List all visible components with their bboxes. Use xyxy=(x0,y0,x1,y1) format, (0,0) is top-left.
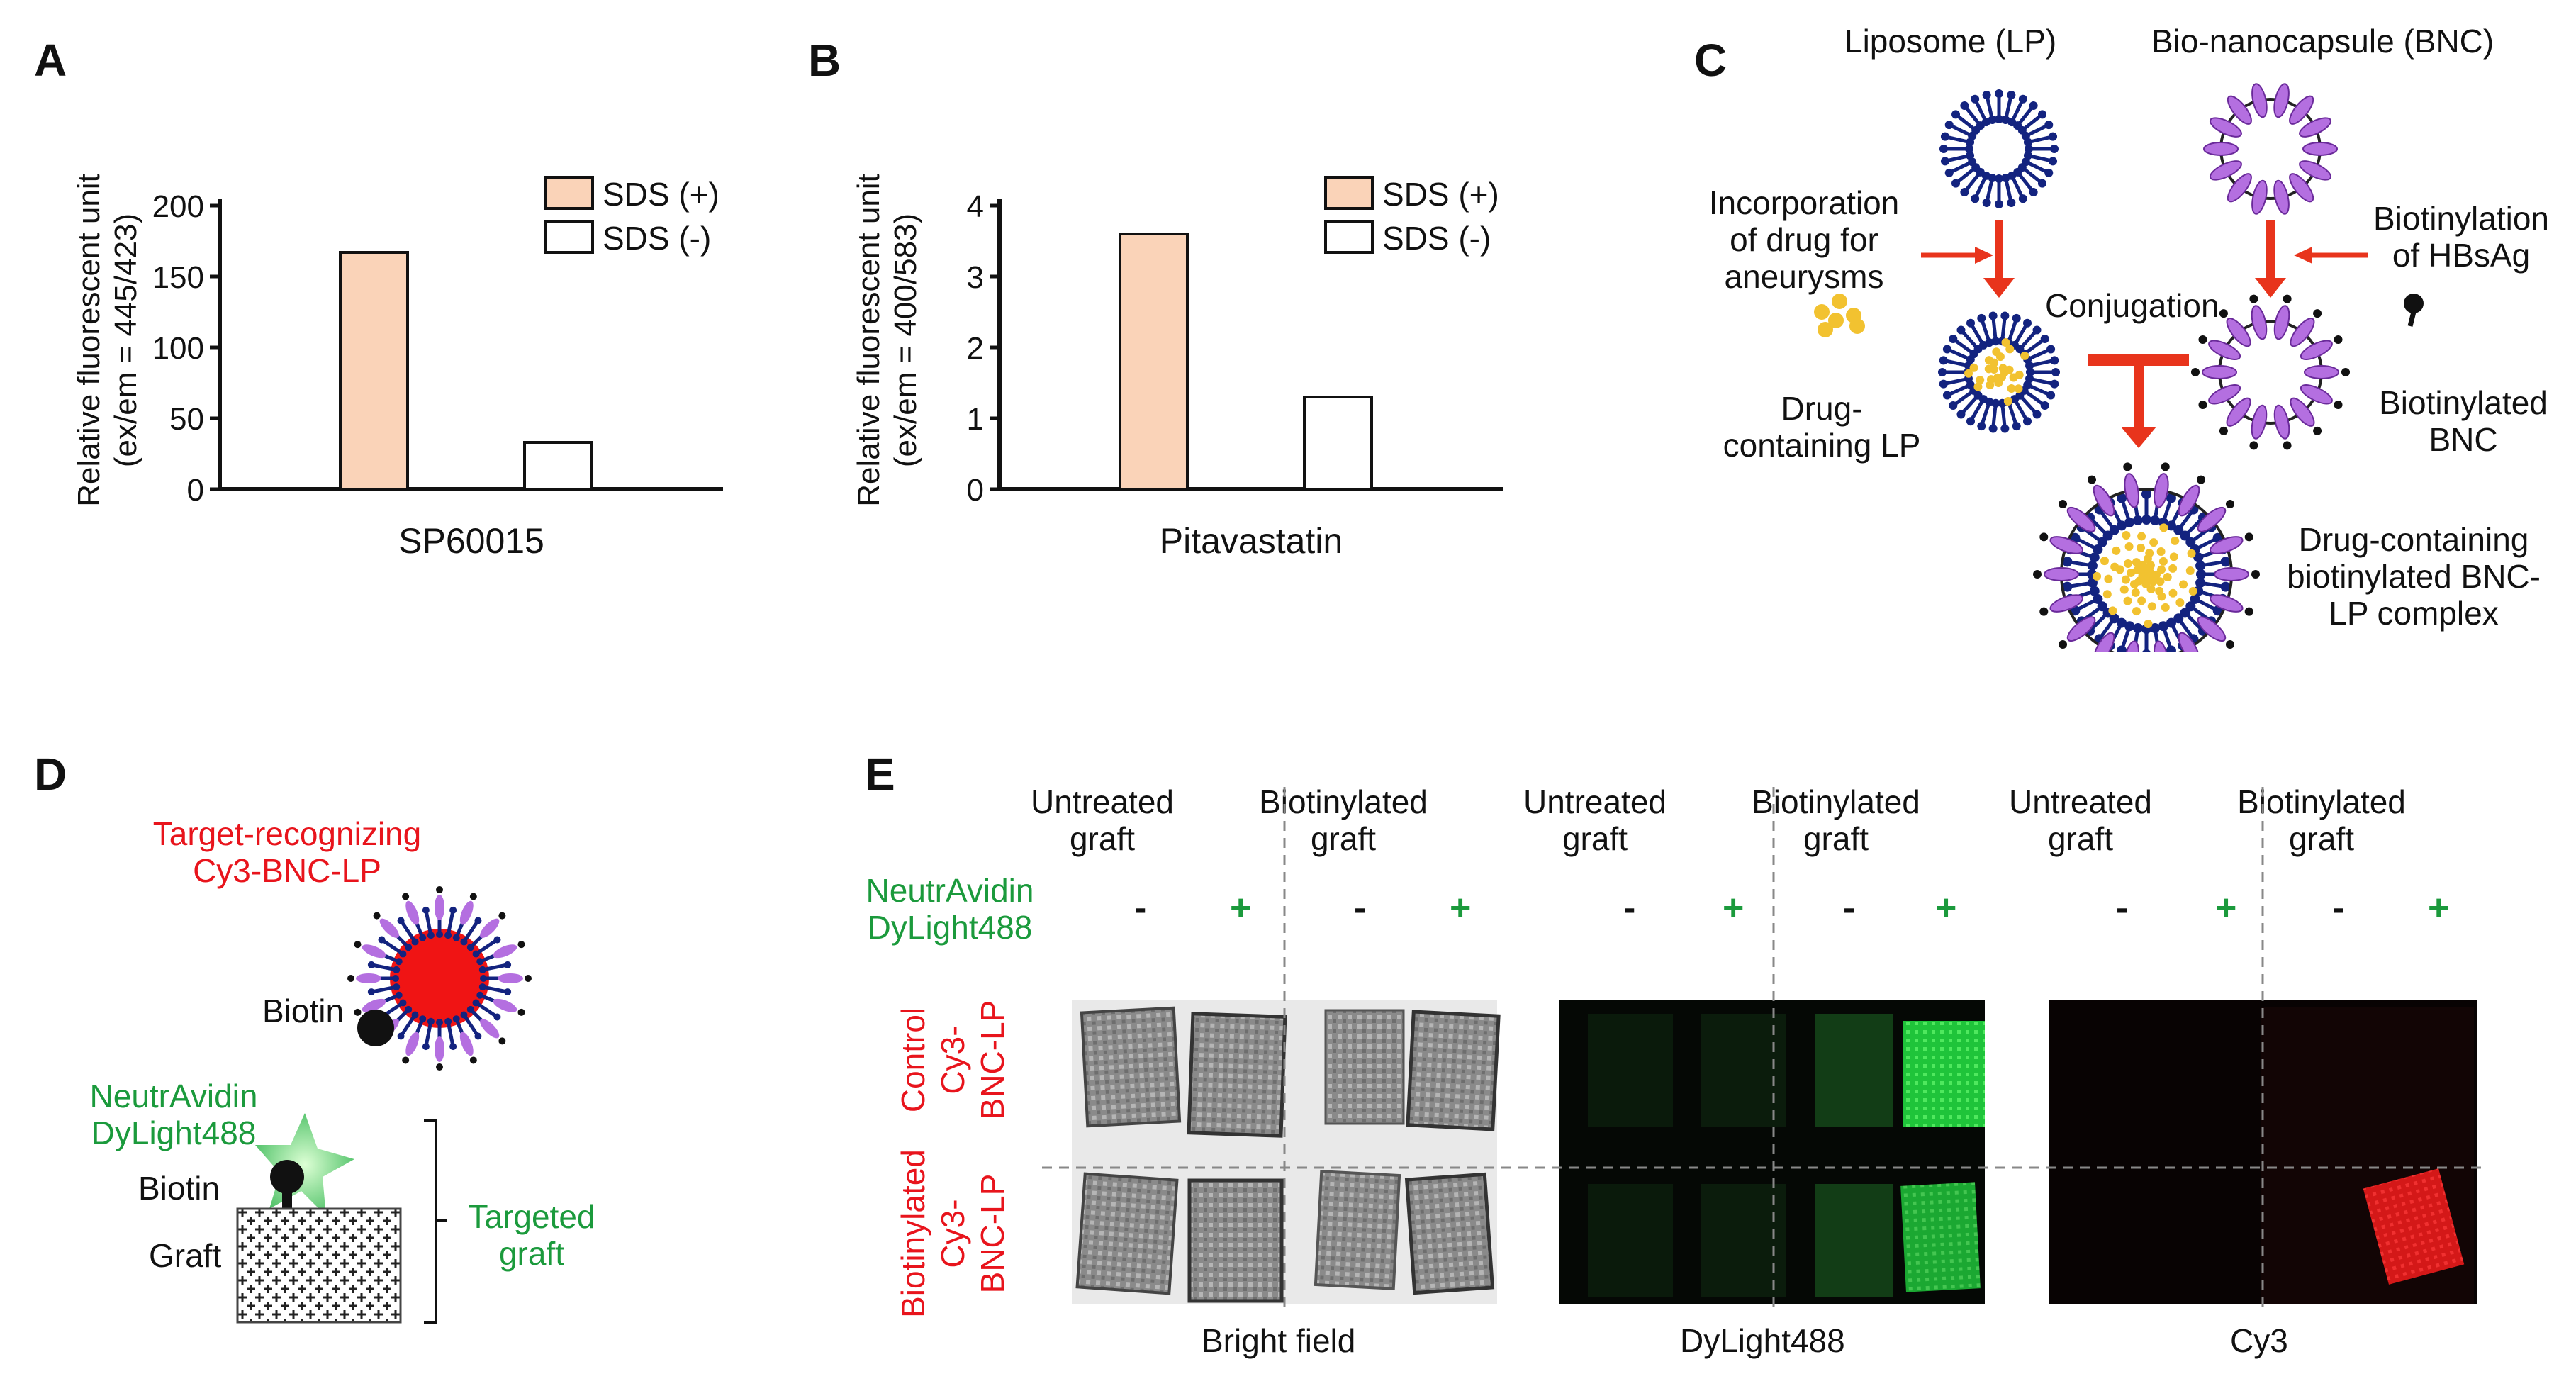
plus-sign: + xyxy=(2428,888,2450,929)
graft-biotin-icon xyxy=(270,1160,304,1194)
panel-c-drawing xyxy=(1814,83,2424,652)
bracket xyxy=(424,1119,447,1324)
legend-swatch xyxy=(544,176,594,210)
cy3-bnc-lp-icon xyxy=(347,886,532,1071)
panel-label-c: C xyxy=(1694,35,1727,86)
panel-label-d: D xyxy=(34,749,67,800)
drug-lp-icon xyxy=(1938,311,2060,433)
chart-a: 0 50 100 150 200 SDS (+) SDS (-) SP60015 Relativ… xyxy=(72,174,723,561)
biotin-top-label: Biotin xyxy=(262,993,345,1029)
conjugation-label: Conjugation xyxy=(2045,287,2219,324)
bar-sds-minus xyxy=(1303,396,1373,491)
legend-label: SDS (+) xyxy=(603,176,719,213)
legend-label: SDS (-) xyxy=(603,220,711,257)
minus-sign: - xyxy=(2116,888,2129,929)
minus-sign: - xyxy=(1134,888,1147,929)
legend-swatch xyxy=(1324,220,1374,254)
y-axis-label-line1: Relative fluorescent unit xyxy=(72,174,106,507)
bar-sds-plus xyxy=(339,251,409,491)
liposome-label: Liposome (LP) xyxy=(1844,23,2057,60)
legend-swatch xyxy=(1324,176,1374,210)
panel-d-drawing xyxy=(236,886,532,1324)
legend-label: SDS (-) xyxy=(1382,220,1491,257)
panel-label-a: A xyxy=(34,35,67,86)
y-tick-label: 1 xyxy=(967,402,984,437)
minus-sign: - xyxy=(1354,888,1367,929)
y-axis-label-line2: (ex/em = 445/423) xyxy=(108,213,143,467)
complex-icon xyxy=(2033,462,2260,652)
dylight488-image xyxy=(1559,1000,1985,1304)
legend-swatch xyxy=(544,220,594,254)
y-tick-label: 50 xyxy=(169,402,204,437)
drug-lp-label: Drug-containing LP xyxy=(1723,390,1921,464)
biotinylated-bnc-icon xyxy=(2191,294,2350,450)
biotin-bottom-label: Biotin xyxy=(138,1170,220,1207)
plus-sign: + xyxy=(1935,888,1957,929)
dashed-grid xyxy=(1042,787,2481,1312)
bnc-label: Bio-nanocapsule (BNC) xyxy=(2151,23,2494,60)
dylight488-label: DyLight488 xyxy=(1680,1322,1845,1359)
biotin-icon xyxy=(357,1010,394,1046)
y-tick-label: 4 xyxy=(967,189,984,224)
bar-sds-plus xyxy=(1119,233,1189,491)
plus-sign: + xyxy=(2215,888,2237,929)
y-axis-label: Relative fluorescent unit(ex/em = 445/42… xyxy=(72,174,143,507)
graft-label: Graft xyxy=(149,1237,222,1274)
y-tick-label: 3 xyxy=(967,260,984,295)
legend-label: SDS (+) xyxy=(1382,176,1499,213)
minus-sign: - xyxy=(1623,888,1636,929)
drug-icon xyxy=(1814,294,1865,337)
plus-sign: + xyxy=(1450,888,1472,929)
y-axis-label: Relative fluorescent unit(ex/em = 400/58… xyxy=(851,174,923,507)
cy3-label: Cy3 xyxy=(2230,1322,2288,1359)
x-axis-label: Pitavastatin xyxy=(1160,521,1343,561)
bright-field-label: Bright field xyxy=(1202,1322,1356,1359)
x-axis-label: SP60015 xyxy=(398,521,544,561)
plus-sign: + xyxy=(1723,888,1745,929)
y-tick-label: 200 xyxy=(152,189,204,224)
y-axis-label-line1: Relative fluorescent unit xyxy=(851,174,886,507)
y-tick-label: 0 xyxy=(967,473,984,508)
y-tick-label: 150 xyxy=(152,260,204,295)
panel-c: Liposome (LP) Bio-nanocapsule (BNC) Inco… xyxy=(1687,14,2576,652)
minus-sign: - xyxy=(2332,888,2345,929)
chart-b: 0 1 2 3 4 SDS (+) SDS (-) Pitavastatin Relative … xyxy=(851,174,1503,561)
panel-label-e: E xyxy=(865,749,895,800)
panel-label-b: B xyxy=(808,35,841,86)
biotin-reagent-icon xyxy=(2404,294,2424,327)
y-tick-label: 100 xyxy=(152,331,204,366)
plus-sign: + xyxy=(1230,888,1252,929)
bar-sds-minus xyxy=(523,441,593,491)
arrows xyxy=(1921,220,2368,448)
y-tick-label: 2 xyxy=(967,331,984,366)
liposome-icon xyxy=(1939,89,2059,208)
panel-e-images xyxy=(1042,787,2481,1312)
y-tick-label: 0 xyxy=(187,473,204,508)
minus-sign: - xyxy=(1843,888,1856,929)
graft-icon xyxy=(236,1207,402,1324)
y-axis-label-line2: (ex/em = 400/583) xyxy=(888,213,923,467)
bnc-icon xyxy=(2203,83,2338,215)
